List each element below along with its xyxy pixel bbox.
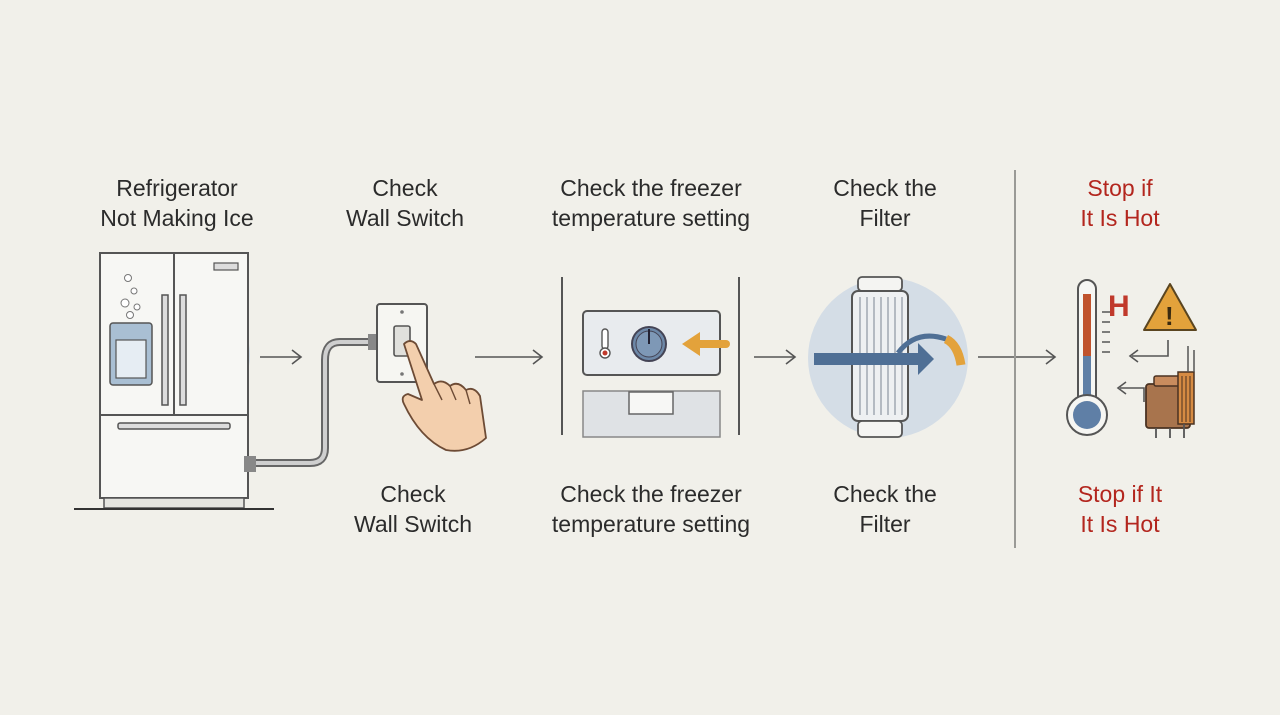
refrigerator-icon: [74, 252, 274, 510]
flow-arrow-4: [978, 349, 1057, 365]
step-3-caption: Check the freezer temperature setting: [552, 479, 750, 539]
step-2-caption: Check Wall Switch: [354, 479, 472, 539]
water-filter-icon: [808, 276, 968, 438]
step-3-title-line-1: Check the freezer: [560, 175, 742, 201]
step-3-caption-line-1: Check the freezer: [560, 481, 742, 507]
step-5-title-line-1: Stop if: [1087, 175, 1153, 201]
step-3-caption-line-2: temperature setting: [551, 511, 751, 537]
heating-component-icon: [1145, 346, 1195, 438]
step-4-title: Check the Filter: [833, 173, 937, 233]
step-2-title: Check Wall Switch: [346, 173, 464, 233]
step-4-title-line-1: Check the: [833, 175, 937, 201]
step-2-title-line-1: Check: [372, 175, 438, 201]
warning-mark: !: [1165, 301, 1174, 331]
step-2-caption-line-1: Check: [380, 481, 446, 507]
step-3-title-line-2: temperature setting: [551, 205, 751, 231]
step-5-caption-line-1: Stop if It: [1077, 481, 1163, 507]
power-cord: [244, 334, 384, 472]
heat-letter: H: [1108, 290, 1130, 323]
step-4-caption: Check the Filter: [833, 479, 937, 539]
heat-warning-panel: H !: [1066, 279, 1197, 438]
flow-arrow-3: [754, 349, 797, 365]
thermostat-dial-icon: [561, 277, 740, 438]
step-2-title-line-2: Wall Switch: [346, 205, 464, 231]
wall-switch-icon: [376, 303, 487, 452]
thermometer-icon: [1066, 279, 1110, 436]
step-4-caption-line-1: Check the: [833, 481, 937, 507]
step-4-caption-line-2: Filter: [859, 511, 911, 537]
step-1-title: Refrigerator Not Making Ice: [100, 173, 253, 233]
step-5-caption: Stop if It It Is Hot: [1078, 479, 1162, 539]
step-1-title-line-2: Not Making Ice: [100, 205, 254, 231]
finger-press-icon: [401, 340, 487, 452]
step-2-caption-line-2: Wall Switch: [354, 511, 472, 537]
step-4-title-line-2: Filter: [859, 205, 911, 231]
section-divider: [1014, 170, 1016, 548]
step-5-title-line-2: It Is Hot: [1080, 205, 1160, 231]
flow-arrow-1: [260, 349, 303, 365]
step-5-title: Stop if It Is Hot: [1080, 173, 1159, 233]
flow-arrow-2: [475, 349, 544, 365]
step-1-title-line-1: Refrigerator: [116, 175, 238, 201]
warning-triangle-icon: !: [1143, 283, 1197, 331]
step-5-caption-line-2: It Is Hot: [1080, 511, 1160, 537]
step-3-title: Check the freezer temperature setting: [552, 173, 750, 233]
